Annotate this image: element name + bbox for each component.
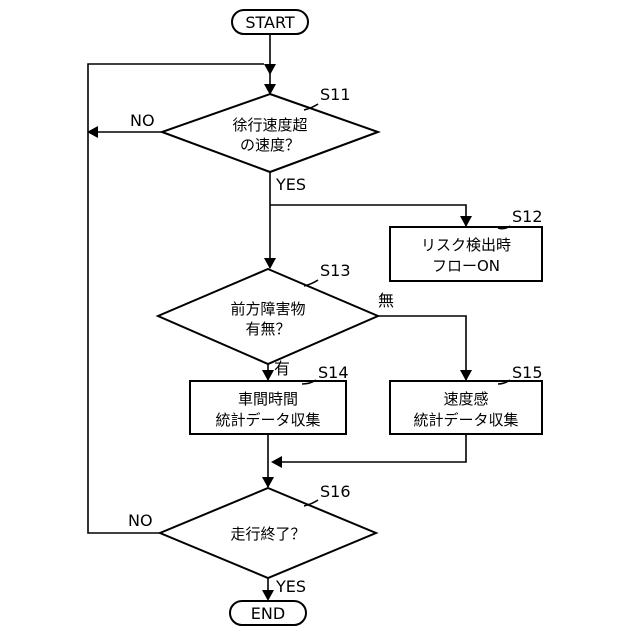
label-s13-none: 無 [378, 291, 394, 310]
process-s15-line1: 速度感 [443, 390, 488, 408]
edge-s15-merge [274, 434, 466, 462]
label-s13-yes: 有 [274, 359, 290, 378]
start-label: START [245, 13, 295, 32]
decision-s13-line1: 前方障害物 [230, 300, 305, 318]
arrowhead-s12-in [460, 216, 472, 227]
decision-s11-line1: 徐行速度超 [232, 116, 307, 134]
arrowhead-s14-in [262, 370, 274, 381]
decision-s16: 走行終了？ S16 [160, 482, 376, 578]
arrowhead-s13-in [264, 258, 276, 269]
edge-s11-s12 [270, 205, 466, 226]
edge-s13-s15 [378, 316, 466, 380]
step-ref-s15: S15 [512, 363, 543, 382]
decision-s13-line2: 有無？ [245, 320, 290, 338]
end-terminator: END [230, 601, 306, 625]
decision-s11: 徐行速度超 の速度？ S11 [162, 85, 378, 172]
label-s11-yes: YES [275, 175, 306, 194]
arrowhead-merge-in [271, 456, 282, 468]
step-ref-s13: S13 [320, 261, 351, 280]
label-s11-no: NO [130, 111, 155, 130]
arrowhead-loop-in [264, 64, 276, 75]
arrowhead-s15-in [460, 370, 472, 381]
process-s12-line1: リスク検出時 [421, 236, 511, 254]
decision-s16-line1: 走行終了？ [230, 525, 305, 543]
step-ref-s12: S12 [512, 207, 543, 226]
step-ref-s11: S11 [320, 85, 351, 104]
end-label: END [251, 604, 285, 623]
process-s14-line2: 統計データ収集 [215, 411, 320, 429]
process-s14-line1: 車間時間 [238, 390, 298, 408]
label-s16-no: NO [128, 511, 153, 530]
label-s16-yes: YES [275, 577, 306, 596]
step-ref-s16: S16 [320, 482, 351, 501]
ref-leader-s13 [304, 280, 318, 286]
step-ref-s14: S14 [318, 363, 349, 382]
start-terminator: START [232, 10, 308, 34]
decision-s11-line2: の速度？ [240, 136, 300, 154]
arrowhead-s16-in [262, 477, 274, 488]
decision-s13: 前方障害物 有無？ S13 [158, 261, 378, 364]
process-s15-line2: 統計データ収集 [413, 411, 518, 429]
arrowhead-end-in [262, 590, 274, 601]
process-s12-line2: フローON [432, 257, 500, 275]
